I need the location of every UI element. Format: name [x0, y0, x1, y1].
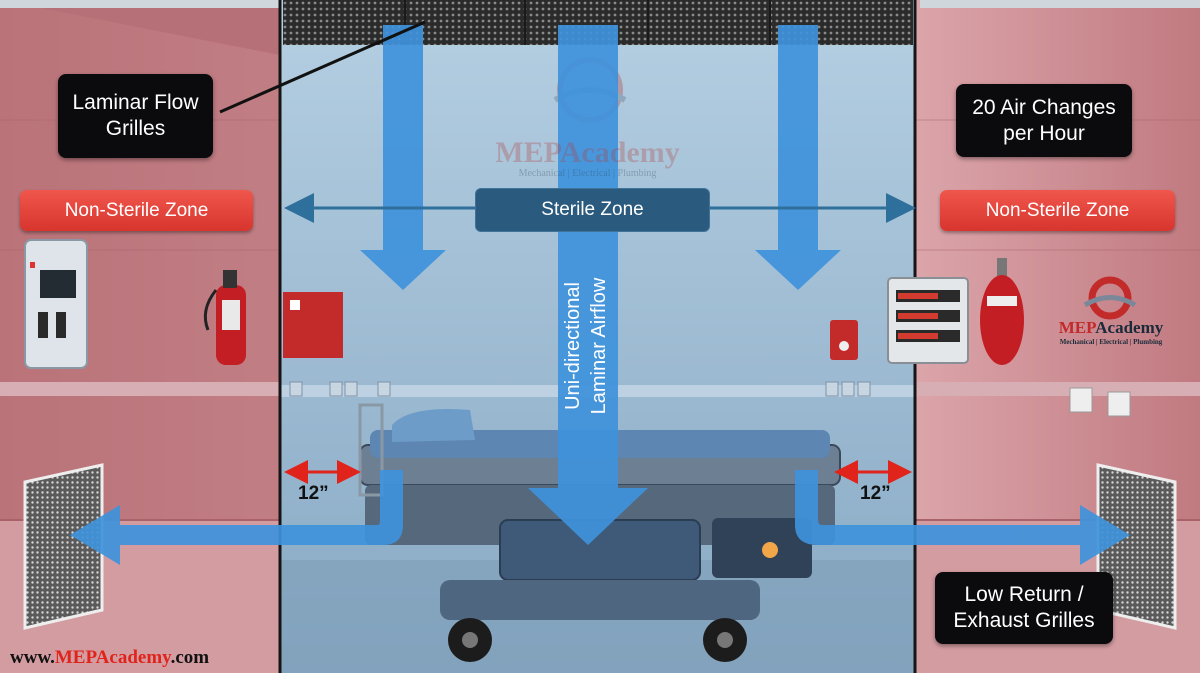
wall-outlet-icon [1069, 387, 1131, 417]
watermark-tagline: Mechanical | Electrical | Plumbing [518, 168, 657, 179]
watermark-brand: MEPAcademy [495, 136, 680, 169]
footer-suffix: .com [170, 647, 210, 668]
grilles-callout: Laminar Flow Grilles [58, 74, 213, 158]
gear-icon [1083, 276, 1137, 320]
control-panel-icon [24, 239, 88, 369]
logo-academy: Academy [1095, 318, 1164, 337]
website-url[interactable]: www.MEPAcademy.com [10, 647, 209, 669]
footer-brand: MEPAcademy [54, 647, 171, 668]
alarm-panel-icon [887, 277, 969, 364]
mep-academy-logo: MEPAcademy Mechanical | Electrical | Plu… [1052, 318, 1170, 346]
clearance-label-right: 12” [860, 483, 891, 504]
return-grilles-callout-text: Low Return / Exhaust Grilles [953, 583, 1095, 632]
airflow-arrows [70, 25, 1130, 565]
footer-prefix: www. [10, 647, 55, 668]
logo-tagline: Mechanical | Electrical | Plumbing [1059, 338, 1163, 346]
logo-mep: MEP [1058, 318, 1096, 337]
clearance-label-left: 12” [298, 483, 329, 504]
right-exhaust-grille [1096, 463, 1177, 630]
air-changes-callout: 20 Air Changes per Hour [956, 84, 1132, 157]
airflow-label: Uni-directional Laminar Airflow [560, 246, 616, 446]
air-changes-callout-text: 20 Air Changes per Hour [972, 95, 1116, 145]
grilles-callout-text: Laminar Flow Grilles [72, 91, 199, 140]
fire-extinguisher-icon [203, 270, 246, 365]
non-sterile-zone-left: Non-Sterile Zone [20, 190, 253, 231]
left-exhaust-grille [23, 463, 104, 630]
grille-leader-line [219, 20, 426, 114]
airflow-label-line1: Uni-directional [562, 282, 584, 410]
wall-box-icon [283, 292, 858, 360]
watermark-text: MEPAcademy Mechanical | Electrical | Plu… [485, 136, 690, 180]
sterile-zone-text: Sterile Zone [541, 199, 644, 220]
non-sterile-zone-right: Non-Sterile Zone [940, 190, 1175, 231]
non-sterile-zone-right-text: Non-Sterile Zone [985, 199, 1130, 221]
airflow-label-line2: Laminar Airflow [588, 277, 610, 415]
fire-suppression-icon [980, 258, 1024, 365]
sterile-zone-label: Sterile Zone [475, 188, 710, 232]
return-grilles-callout: Low Return / Exhaust Grilles [935, 572, 1113, 644]
non-sterile-zone-left-text: Non-Sterile Zone [64, 199, 209, 221]
